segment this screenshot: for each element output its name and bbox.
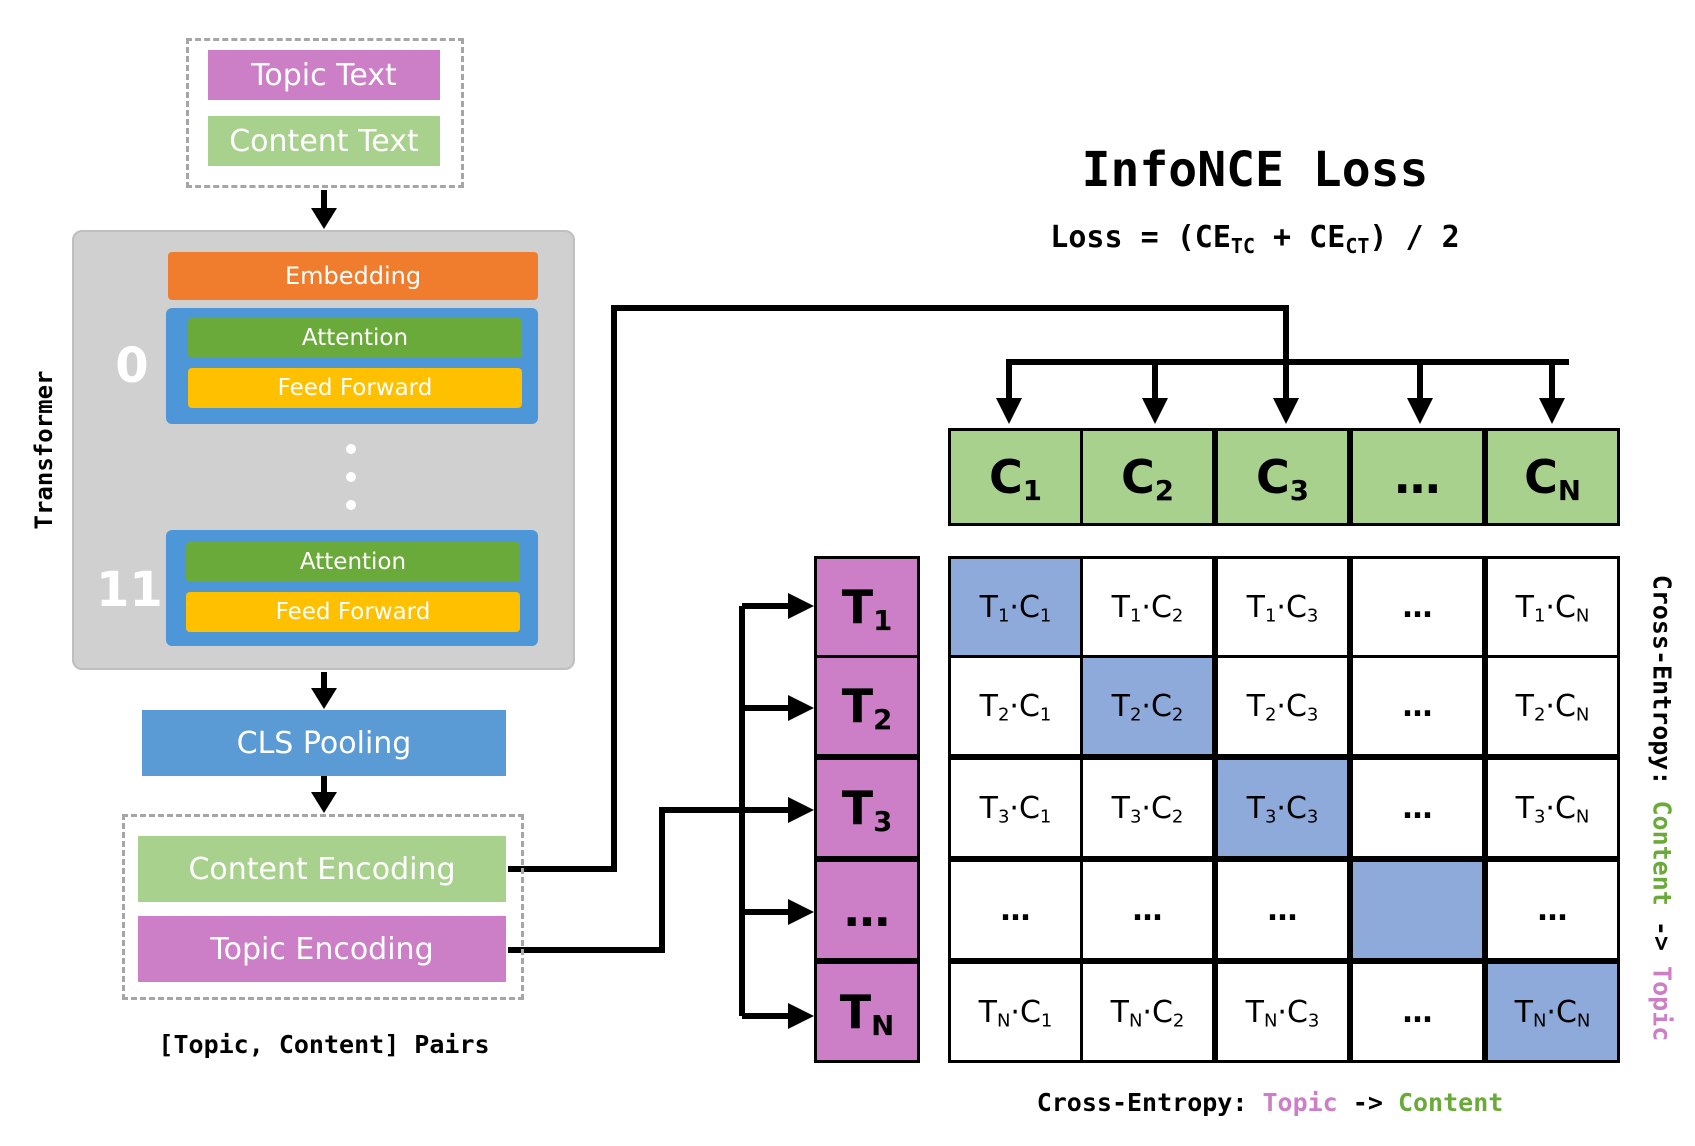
layer-0-attention: Attention: [188, 318, 522, 358]
matrix-cell: …: [1350, 757, 1485, 859]
matrix-cell: TN·C1: [948, 961, 1083, 1063]
matrix-cell: …: [1350, 556, 1485, 658]
layer-0-index: 0: [115, 338, 149, 394]
matrix-cell: TN·C3: [1215, 961, 1350, 1063]
column-header-1: C1: [948, 428, 1083, 526]
ellipsis-dot: [346, 472, 356, 482]
row-header-4: …: [814, 859, 920, 961]
matrix-cell: T3·CN: [1485, 757, 1620, 859]
matrix-cell: T2·CN: [1485, 655, 1620, 757]
matrix-cell: …: [1215, 859, 1350, 961]
layer-11-index: 11: [96, 562, 163, 618]
matrix-cell: TN·C2: [1080, 961, 1215, 1063]
row-header-5: TN: [814, 961, 920, 1063]
cls-pooling-box: CLS Pooling: [142, 710, 506, 776]
topic-text-box: Topic Text: [208, 50, 440, 100]
ellipsis-dot: [346, 444, 356, 454]
encoding-pair-group: [122, 814, 524, 1000]
matrix-cell: …: [1350, 961, 1485, 1063]
matrix-cell: T1·C2: [1080, 556, 1215, 658]
ellipsis-dot: [346, 500, 356, 510]
row-header-1: T1: [814, 556, 920, 658]
matrix-cell: T2·C2: [1080, 655, 1215, 757]
right-axis-label: Cross-Entropy: Content -> Topic: [1647, 574, 1677, 1042]
column-header-5: CN: [1485, 428, 1620, 526]
matrix-cell: T1·CN: [1485, 556, 1620, 658]
matrix-cell: T3·C3: [1215, 757, 1350, 859]
column-header-4: …: [1350, 428, 1485, 526]
matrix-cell: T2·C3: [1215, 655, 1350, 757]
matrix-cell: T3·C2: [1080, 757, 1215, 859]
matrix-cell: T1·C3: [1215, 556, 1350, 658]
row-header-2: T2: [814, 655, 920, 757]
layer-0-feed-forward: Feed Forward: [188, 368, 522, 408]
layer-11-feed-forward: Feed Forward: [186, 592, 520, 632]
matrix-cell: …: [1080, 859, 1215, 961]
matrix-cell: …: [948, 859, 1083, 961]
content-encoding-box: Content Encoding: [138, 836, 506, 902]
column-header-3: C3: [1215, 428, 1350, 526]
loss-formula: Loss = (CETC + CECT) / 2: [1050, 220, 1460, 258]
matrix-cell: [1350, 859, 1485, 961]
matrix-cell: T1·C1: [948, 556, 1083, 658]
row-header-3: T3: [814, 757, 920, 859]
matrix-cell: …: [1485, 859, 1620, 961]
loss-title: InfoNCE Loss: [1081, 142, 1429, 198]
content-text-box: Content Text: [208, 116, 440, 166]
encoding-caption: [Topic, Content] Pairs: [158, 1030, 490, 1059]
content-wire: [508, 305, 1289, 872]
column-header-2: C2: [1080, 428, 1215, 526]
topic-wire: [508, 807, 790, 953]
transformer-label: Transformer: [30, 370, 58, 530]
matrix-cell: T2·C1: [948, 655, 1083, 757]
layer-11-attention: Attention: [186, 542, 520, 582]
input-text-group: [186, 38, 464, 188]
matrix-cell: T3·C1: [948, 757, 1083, 859]
matrix-cell: …: [1350, 655, 1485, 757]
matrix-cell: TN·CN: [1485, 961, 1620, 1063]
embedding-box: Embedding: [168, 252, 538, 300]
bottom-axis-label: Cross-Entropy: Topic -> Content: [1036, 1088, 1504, 1117]
topic-encoding-box: Topic Encoding: [138, 916, 506, 982]
